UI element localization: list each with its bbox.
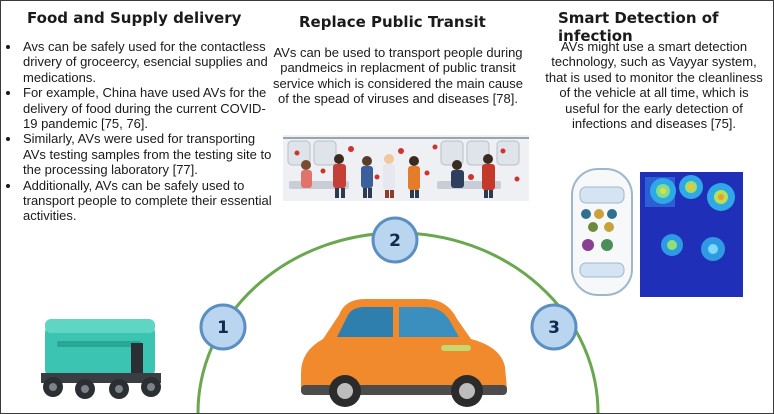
section-1-title: Food and Supply delivery — [27, 9, 242, 27]
section-3-text: AVs might use a smart detection technolo… — [545, 39, 763, 132]
step-2-badge: 2 — [371, 216, 419, 264]
step-2-number: 2 — [389, 231, 401, 251]
infection-heatmap — [640, 172, 743, 297]
public-transit-illustration — [283, 135, 529, 201]
step-1-number: 1 — [217, 318, 229, 338]
bullet-item: Additionally, AVs can be safely used to … — [21, 178, 276, 224]
bullet-item: Avs can be safely used for the contactle… — [21, 39, 276, 85]
section-2-text: AVs can be used to transport people duri… — [273, 45, 524, 107]
step-3-number: 3 — [548, 318, 560, 338]
step-3-badge: 3 — [530, 303, 578, 351]
section-1-bullets: Avs can be safely used for the contactle… — [9, 39, 276, 224]
delivery-robot-illustration — [41, 319, 161, 399]
step-1-badge: 1 — [199, 303, 247, 351]
bullet-item: For example, China have used AVs for the… — [21, 85, 276, 131]
autonomous-car-illustration — [301, 299, 507, 407]
section-3-title: Smart Detection of infection — [558, 9, 719, 45]
car-top-view-illustration — [571, 168, 633, 296]
section-2-title: Replace Public Transit — [299, 13, 486, 31]
bullet-item: Similarly, AVs were used for transportin… — [21, 131, 276, 177]
